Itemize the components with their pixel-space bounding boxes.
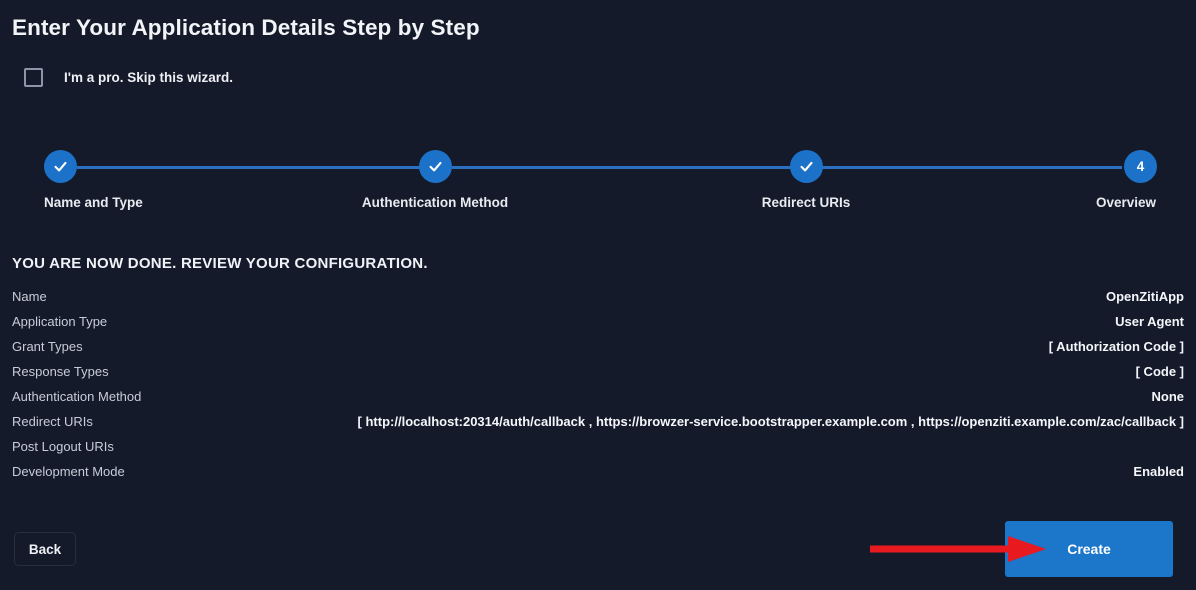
summary-value: [ Code ]: [1135, 364, 1184, 379]
summary-label: Response Types: [12, 364, 109, 379]
back-button[interactable]: Back: [14, 532, 76, 566]
step-connector-2-3: [452, 166, 791, 169]
configuration-summary: Name OpenZitiApp Application Type User A…: [12, 289, 1184, 489]
skip-wizard-label: I'm a pro. Skip this wizard.: [64, 70, 233, 85]
summary-row-name: Name OpenZitiApp: [12, 289, 1184, 314]
summary-value: None: [1151, 389, 1185, 404]
summary-row-application-type: Application Type User Agent: [12, 314, 1184, 339]
step-1-label: Name and Type: [44, 195, 143, 210]
summary-row-authentication-method: Authentication Method None: [12, 389, 1184, 414]
check-icon: [429, 161, 442, 172]
check-icon: [54, 161, 67, 172]
step-connector-3-4: [822, 166, 1122, 169]
summary-label: Post Logout URIs: [12, 439, 114, 454]
review-heading: YOU ARE NOW DONE. REVIEW YOUR CONFIGURAT…: [12, 255, 428, 272]
skip-wizard-checkbox[interactable]: [24, 68, 43, 87]
step-4-circle[interactable]: 4: [1124, 150, 1157, 183]
summary-row-post-logout-uris: Post Logout URIs: [12, 439, 1184, 464]
summary-value: OpenZitiApp: [1106, 289, 1184, 304]
summary-label: Name: [12, 289, 47, 304]
step-4-number: 4: [1136, 158, 1145, 174]
step-1-circle[interactable]: [44, 150, 77, 183]
summary-value: User Agent: [1115, 314, 1184, 329]
check-icon: [800, 161, 813, 172]
page-title: Enter Your Application Details Step by S…: [12, 15, 480, 40]
step-4-label: Overview: [1095, 195, 1156, 210]
step-3-label: Redirect URIs: [761, 195, 851, 210]
wizard-stepper: Name and Type Authentication Method Redi…: [0, 150, 1196, 220]
summary-value: Enabled: [1133, 464, 1184, 479]
summary-label: Development Mode: [12, 464, 125, 479]
summary-value: [ Authorization Code ]: [1048, 339, 1184, 354]
summary-label: Grant Types: [12, 339, 83, 354]
step-3-circle[interactable]: [790, 150, 823, 183]
step-2-circle[interactable]: [419, 150, 452, 183]
step-2-label: Authentication Method: [361, 195, 509, 210]
create-button[interactable]: Create: [1005, 521, 1173, 577]
summary-label: Authentication Method: [12, 389, 142, 404]
summary-label: Redirect URIs: [12, 414, 93, 429]
summary-value: [ http://localhost:20314/auth/callback ,…: [357, 414, 1184, 429]
summary-row-development-mode: Development Mode Enabled: [12, 464, 1184, 489]
skip-wizard-row[interactable]: I'm a pro. Skip this wizard.: [24, 68, 233, 87]
summary-row-response-types: Response Types [ Code ]: [12, 364, 1184, 389]
summary-row-redirect-uris: Redirect URIs [ http://localhost:20314/a…: [12, 414, 1184, 439]
summary-label: Application Type: [12, 314, 108, 329]
step-connector-1-2: [77, 166, 421, 169]
summary-row-grant-types: Grant Types [ Authorization Code ]: [12, 339, 1184, 364]
